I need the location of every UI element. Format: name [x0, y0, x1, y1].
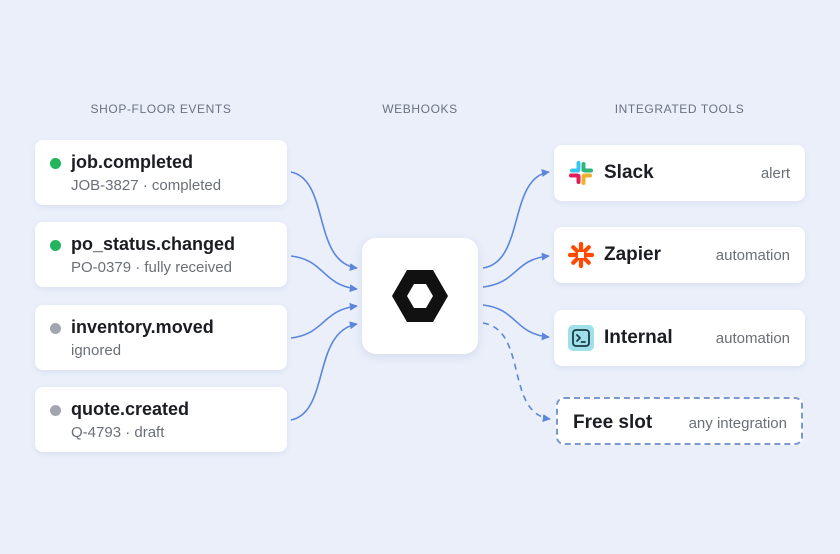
event-subtitle: Q-4793 · draft [71, 424, 165, 441]
tool-name: Zapier [604, 244, 662, 265]
column-header-events: SHOP-FLOOR EVENTS [90, 102, 232, 116]
terminal-icon [568, 325, 594, 351]
connector-po-status-changed [290, 255, 358, 293]
free-slot-title: Free slot [573, 412, 653, 433]
connector-inventory-moved [290, 302, 358, 339]
status-dot-inactive [50, 405, 61, 416]
event-title: inventory.moved [71, 317, 214, 337]
free-slot-card[interactable]: Free slot any integration [556, 397, 803, 445]
tool-tag: alert [760, 165, 790, 182]
event-subtitle: ignored [71, 342, 122, 359]
tool-name: Internal [604, 327, 673, 348]
connector-job-completed [290, 171, 358, 271]
event-card-quote-created[interactable]: quote.created Q-4793 · draft [35, 387, 287, 452]
zapier-icon [567, 241, 595, 269]
event-card-job-completed[interactable]: job.completed JOB-3827 · completed [35, 140, 287, 205]
column-header-webhooks: WEBHOOKS [382, 102, 458, 116]
connector-quote-created [290, 321, 358, 421]
status-dot-active [50, 158, 61, 169]
event-card-inventory-moved[interactable]: inventory.moved ignored [35, 305, 287, 370]
event-card-po-status-changed[interactable]: po_status.changed PO-0379 · fully receiv… [35, 222, 287, 287]
connector-slack [482, 169, 550, 269]
connector-zapier [482, 252, 550, 288]
tool-card-zapier[interactable]: Zapier automation [554, 227, 805, 283]
webhooks-hub[interactable] [362, 238, 478, 354]
tool-name: Slack [604, 162, 654, 183]
connector-free-slot [482, 322, 551, 422]
event-title: job.completed [71, 152, 194, 172]
event-title: quote.created [71, 399, 190, 419]
tool-tag: automation [715, 247, 790, 264]
tool-card-internal[interactable]: Internal automation [554, 310, 805, 366]
event-title: po_status.changed [71, 234, 236, 254]
connector-internal [482, 304, 550, 341]
status-dot-active [50, 240, 61, 251]
slack-icon [569, 161, 593, 185]
event-subtitle: JOB-3827 · completed [71, 177, 222, 194]
tool-card-slack[interactable]: Slack alert [554, 145, 805, 201]
hexagon-logo-icon [392, 270, 448, 322]
tool-tag: automation [715, 330, 790, 347]
event-subtitle: PO-0379 · fully received [71, 259, 232, 276]
status-dot-inactive [50, 323, 61, 334]
column-header-tools: INTEGRATED TOOLS [614, 102, 745, 116]
free-slot-tag: any integration [688, 415, 787, 432]
